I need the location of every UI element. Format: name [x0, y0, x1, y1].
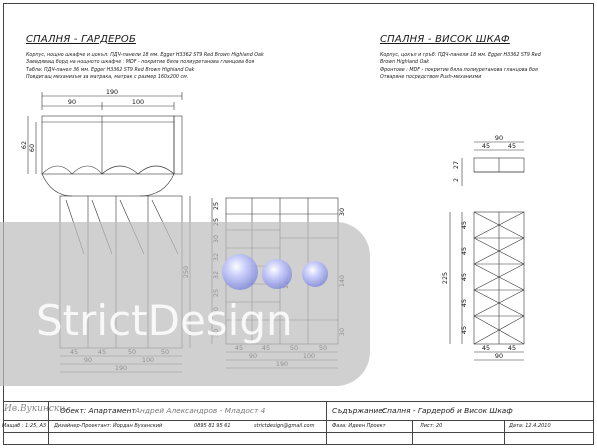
left-notes: Корпус, нощно шкафче и цокъл: ПДЧ-панели…	[26, 52, 346, 81]
dim-tall-45b: 45	[508, 142, 516, 150]
designer-text: Дизайнер-Проектант: Йордан Вуханский	[54, 423, 163, 429]
title-block-divider	[48, 401, 49, 420]
dim-tall-45d: 45	[508, 344, 516, 352]
title-block-divider	[326, 401, 327, 420]
door-swing-arc	[71, 165, 103, 175]
door-open-marker	[498, 289, 525, 317]
door-swing-arc	[137, 165, 175, 175]
dim-tall-225: 225	[441, 272, 449, 284]
door-swing-arc	[41, 173, 73, 197]
door-open-marker	[473, 315, 500, 345]
left-note-line: Табла: ПДЧ-панел 36 мм. Egger H3362 ST9 …	[26, 67, 195, 73]
right-notes: Корпус, цокъл и гръб: ПДЧ-панели 18 мм. …	[380, 52, 590, 81]
door-open-marker	[473, 289, 500, 317]
watermark-orb-icon	[222, 254, 258, 290]
title-block-divider	[504, 420, 505, 444]
door-open-marker	[473, 263, 500, 291]
dim-bed-b: 100	[132, 98, 144, 106]
object-label: Обект: Апартамент	[60, 406, 136, 415]
tall-cabinet-plan	[461, 141, 525, 186]
title-block-divider	[326, 420, 327, 444]
content-label: Съдържание:	[332, 406, 386, 415]
dim-tall-45a: 45	[482, 142, 490, 150]
dim-bed-h1: 62	[20, 141, 28, 149]
bed-outline	[41, 115, 175, 175]
scale-text: Мащаб : 1:25, А3	[2, 423, 47, 429]
door-open-marker	[473, 237, 500, 265]
left-section-title: СПАЛНЯ - ГАРДЕРОБ	[26, 34, 137, 45]
object-value: Андрей Александров - Младост 4	[135, 406, 266, 415]
door-open-marker	[498, 263, 525, 291]
door-open-marker	[498, 211, 525, 239]
right-note-line: Brown Highland Oak	[380, 60, 430, 66]
title-block-divider	[48, 420, 49, 444]
door-open-marker	[498, 237, 525, 265]
watermark-orb-icon	[302, 261, 328, 287]
watermark-text: StrictDesign	[36, 296, 293, 345]
right-note-line: Отваряне посредством Push-механизми	[380, 74, 482, 80]
dim-tall-45c: 45	[482, 344, 490, 352]
left-note-line: Повдигащ механизъм за матрака, матрак с …	[26, 74, 189, 80]
sheet-number: Лист: 20	[420, 423, 443, 429]
dim-tall-27: 27	[452, 161, 460, 169]
date-text: Дата: 12.4.2010	[509, 423, 551, 429]
door-swing-arc	[101, 165, 139, 175]
right-note-line: Фронтове : MDF - покритие бяла полиурета…	[380, 67, 538, 73]
dim-s25a: 25	[212, 202, 220, 210]
dim-tall-2: 2	[452, 178, 460, 182]
dim-tall-h45a: 45	[460, 221, 468, 229]
dim-s30d: 30	[338, 208, 346, 216]
right-section-title: СПАЛНЯ - ВИСОК ШКАФ	[380, 34, 510, 45]
dim-tall-h45d: 45	[460, 299, 468, 307]
door-swing-arc	[41, 165, 73, 175]
tall-cabinet-elevation	[449, 211, 525, 361]
dim-tall-h45e: 45	[460, 326, 468, 334]
dim-bed-top: 190	[106, 88, 118, 96]
dim-tall-90: 90	[495, 352, 503, 360]
left-note-line: Корпус, нощно шкафче и цокъл: ПДЧ-панели…	[26, 53, 264, 58]
email-text: strictdesign@gmail.com	[254, 423, 315, 429]
title-block-top-border	[4, 401, 593, 402]
dim-tall-h45b: 45	[460, 247, 468, 255]
watermark-orb-icon	[262, 259, 292, 289]
dim-tall-top: 90	[495, 134, 503, 142]
logo-signature: Ив.Вукински	[4, 404, 66, 414]
door-open-marker	[498, 315, 525, 345]
title-block-divider	[412, 420, 413, 444]
dim-bed-h2: 60	[28, 144, 36, 152]
dim-tall-h45c: 45	[460, 273, 468, 281]
left-note-line: Заевдяващ борд на нощното шкафче : MDF -…	[26, 60, 255, 66]
watermark-band	[0, 222, 370, 386]
bed-plan-view	[27, 92, 183, 197]
right-note-line: Корпус, цокъл и гръб: ПДЧ-панели 18 мм. …	[380, 53, 541, 58]
content-value: Спалня - Гардероб и Висок Шкаф	[382, 406, 513, 415]
title-block-row-border	[4, 432, 593, 433]
phone-text: 0895 81 95 61	[194, 423, 231, 429]
door-swing-arc	[139, 173, 175, 197]
dim-bed-a: 90	[68, 98, 76, 106]
title-block: Обект: Апартамент Андрей Александров - М…	[2, 401, 593, 444]
phase-text: Фаза: Идеен Проект	[332, 423, 386, 429]
bed-side-panel	[173, 115, 183, 175]
title-block-row-border	[4, 420, 593, 421]
door-open-marker	[473, 211, 500, 239]
